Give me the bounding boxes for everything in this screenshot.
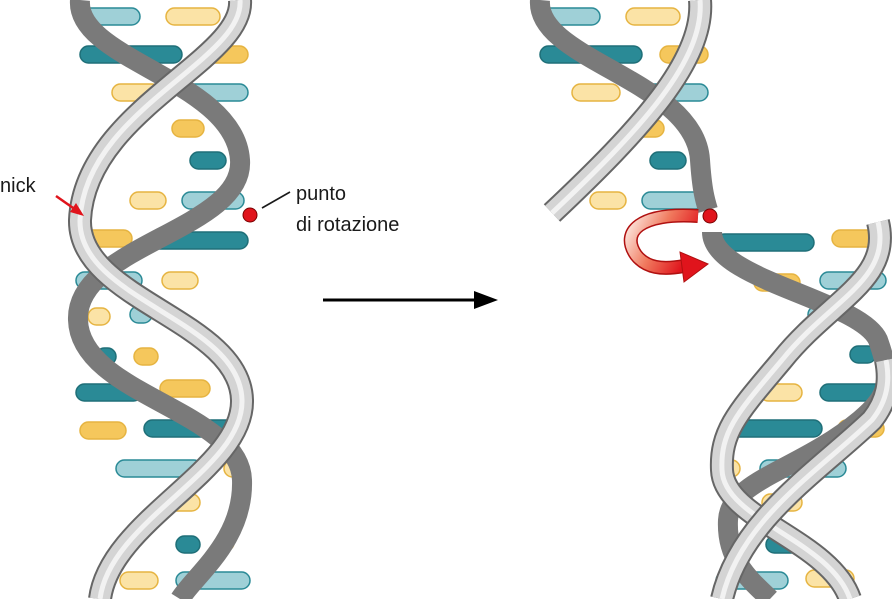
curved-rotation-arrow-icon [623,208,709,283]
nick-label: nick [0,175,37,197]
right-arrow-icon [323,291,498,309]
pivot-point-dot-right [702,208,718,224]
pivot-label-line2: di rotazione [296,214,399,236]
pivot-label-line1: punto [296,183,346,205]
upper-fragment [530,0,718,222]
red-pointer-arrow-icon [55,194,84,216]
lower-fragment [702,219,892,599]
pivot-leader-line [261,191,291,209]
nicked-dna-helix [530,0,892,599]
helix-back-strand-left [67,0,253,599]
intact-dna-helix [67,0,255,599]
pivot-point-dot [242,207,258,223]
